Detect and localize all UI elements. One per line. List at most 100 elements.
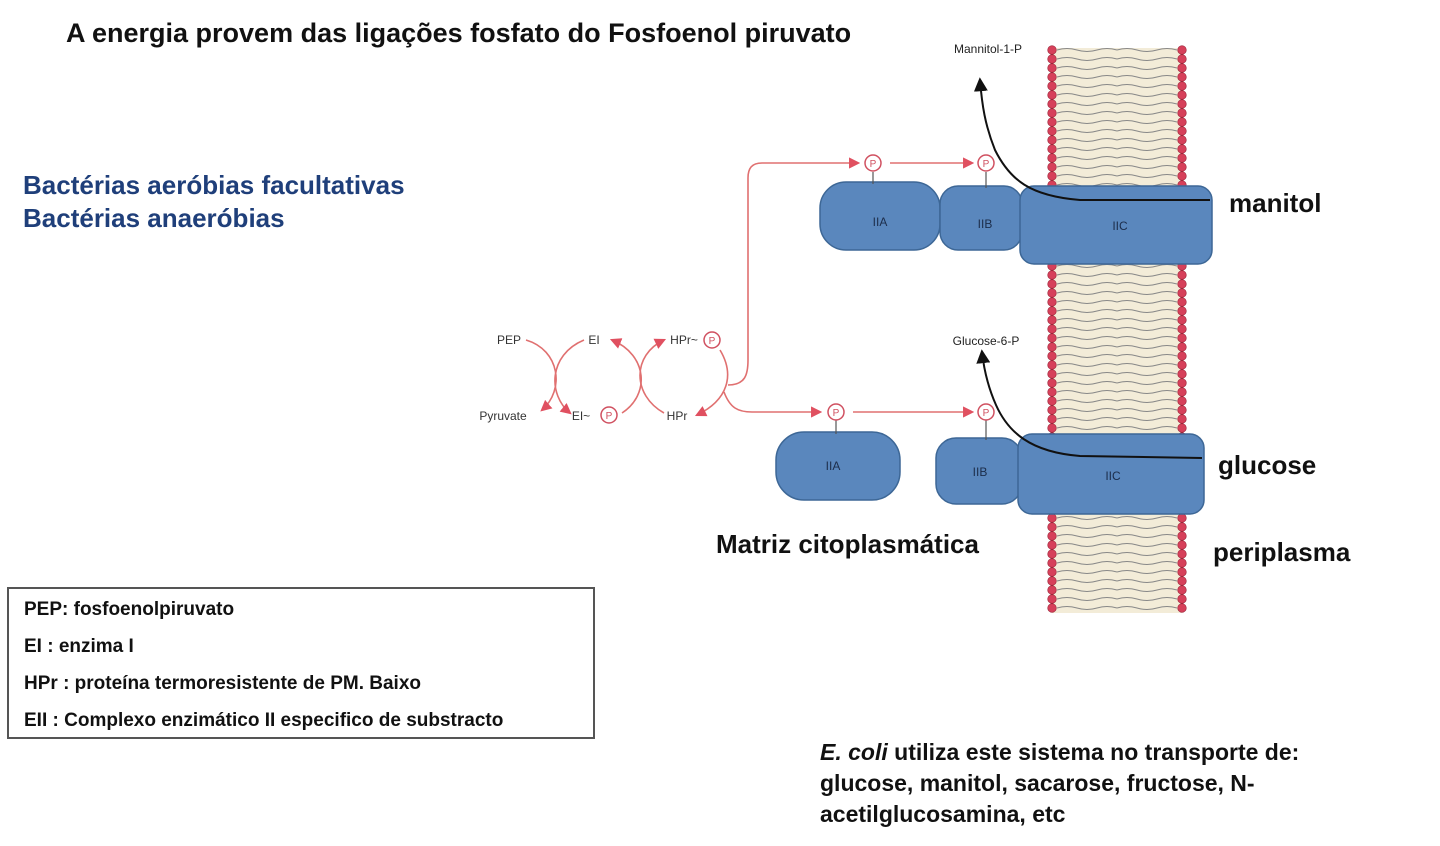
lipid-head xyxy=(1177,369,1187,379)
lipid-tail xyxy=(1116,111,1178,115)
lipid-tail xyxy=(1056,390,1118,394)
mannitol-transport-arrow xyxy=(973,77,1210,201)
lipid-head xyxy=(1177,423,1187,433)
lipid-tail xyxy=(1056,336,1118,340)
lipid-head xyxy=(1047,387,1057,397)
lipid-head xyxy=(1177,81,1187,91)
glucose-transport-arrow xyxy=(976,349,1203,459)
lipid-tail xyxy=(1056,57,1118,61)
lipid-head xyxy=(1047,558,1057,568)
lower-transport-system: IIA IIB IIC Glucose-6-P P P xyxy=(775,334,1205,515)
lipid-head xyxy=(1047,531,1057,541)
protein-iia-lower xyxy=(775,431,901,501)
lipid-head xyxy=(1177,171,1187,181)
lipid-head xyxy=(1177,342,1187,352)
lipid-tail xyxy=(1116,282,1178,286)
lipid-tail xyxy=(1056,525,1118,529)
lipid-head xyxy=(1177,531,1187,541)
hpr-phospho-label: HPr~ xyxy=(670,333,698,347)
ei-phospho-label: EI~ xyxy=(572,409,590,423)
lipid-tail xyxy=(1116,588,1178,592)
svg-text:P: P xyxy=(606,411,613,422)
lipid-head xyxy=(1047,126,1057,136)
lipid-head xyxy=(1177,126,1187,136)
legend-item: EII : Complexo enzimático II especifico … xyxy=(24,710,504,731)
lipid-tail xyxy=(1056,606,1118,610)
lipid-head xyxy=(1047,414,1057,424)
lipid-tail xyxy=(1056,273,1118,277)
lipid-tail xyxy=(1116,516,1178,520)
matrix-label: Matriz citoplasmática xyxy=(716,529,979,559)
lipid-tail xyxy=(1056,309,1118,313)
lipid-tail xyxy=(1116,174,1178,178)
lipid-head xyxy=(1047,306,1057,316)
lipid-head xyxy=(1047,117,1057,127)
lipid-tail xyxy=(1056,102,1118,106)
lipid-tail xyxy=(1056,417,1118,421)
iic-upper-label: IIC xyxy=(1112,219,1128,233)
lipid-head xyxy=(1177,153,1187,163)
lipid-head xyxy=(1047,603,1057,613)
lipid-tail xyxy=(1056,345,1118,349)
lipid-head xyxy=(1177,351,1187,361)
lipid-head xyxy=(1177,45,1187,55)
lipid-head xyxy=(1177,558,1187,568)
lipid-tail xyxy=(1116,552,1178,556)
lipid-tail xyxy=(1116,336,1178,340)
lipid-head xyxy=(1047,549,1057,559)
lipid-tail xyxy=(1056,372,1118,376)
lipid-head xyxy=(1177,306,1187,316)
lipid-tail xyxy=(1116,318,1178,322)
iia-upper-label: IIA xyxy=(873,215,888,229)
lipid-head xyxy=(1177,576,1187,586)
iib-lower-label: IIB xyxy=(973,465,988,479)
lipid-tail xyxy=(1056,84,1118,88)
species-name: E. coli xyxy=(820,739,888,765)
lipid-tail xyxy=(1116,372,1178,376)
lipid-head xyxy=(1047,45,1057,55)
lipid-head xyxy=(1047,513,1057,523)
lipid-head xyxy=(1047,585,1057,595)
lipid-head xyxy=(1047,594,1057,604)
lipid-tail xyxy=(1056,588,1118,592)
iic-lower-label: IIC xyxy=(1105,469,1121,483)
phosphate-icon xyxy=(977,154,995,172)
svg-text:P: P xyxy=(983,408,990,419)
lipid-tail xyxy=(1116,138,1178,142)
lipid-head xyxy=(1047,567,1057,577)
lipid-tail xyxy=(1116,354,1178,358)
lipid-head xyxy=(1177,333,1187,343)
lipid-head xyxy=(1047,360,1057,370)
lipid-head xyxy=(1047,297,1057,307)
lipid-head xyxy=(1177,387,1187,397)
lipid-head xyxy=(1177,108,1187,118)
mannitol-1-p-label: Mannitol-1-P xyxy=(954,42,1022,56)
phosphate-icon xyxy=(600,406,618,424)
lipid-head xyxy=(1047,72,1057,82)
lipid-tail xyxy=(1056,156,1118,160)
iib-upper-label: IIB xyxy=(978,217,993,231)
lipid-tail xyxy=(1056,426,1118,430)
lipid-tail xyxy=(1056,561,1118,565)
svg-text:P: P xyxy=(709,336,716,347)
page-title: A energia provem das ligações fosfato do… xyxy=(66,18,852,48)
lipid-head xyxy=(1177,288,1187,298)
lipid-head xyxy=(1047,63,1057,73)
lipid-tail xyxy=(1056,318,1118,322)
lipid-head xyxy=(1047,369,1057,379)
lipid-tail xyxy=(1116,309,1178,313)
lipid-head xyxy=(1047,153,1057,163)
lipid-head xyxy=(1177,135,1187,145)
lipid-tail xyxy=(1116,156,1178,160)
lipid-tail xyxy=(1116,570,1178,574)
lipid-head xyxy=(1047,171,1057,181)
lipid-tail xyxy=(1056,48,1118,52)
lipid-tail xyxy=(1116,327,1178,331)
lipid-tail xyxy=(1056,363,1118,367)
lipid-tail xyxy=(1116,129,1178,133)
lipid-head xyxy=(1047,540,1057,550)
lipid-head xyxy=(1047,333,1057,343)
note-line-2: glucose, manitol, sacarose, fructose, N- xyxy=(820,770,1255,796)
lipid-head xyxy=(1177,54,1187,64)
